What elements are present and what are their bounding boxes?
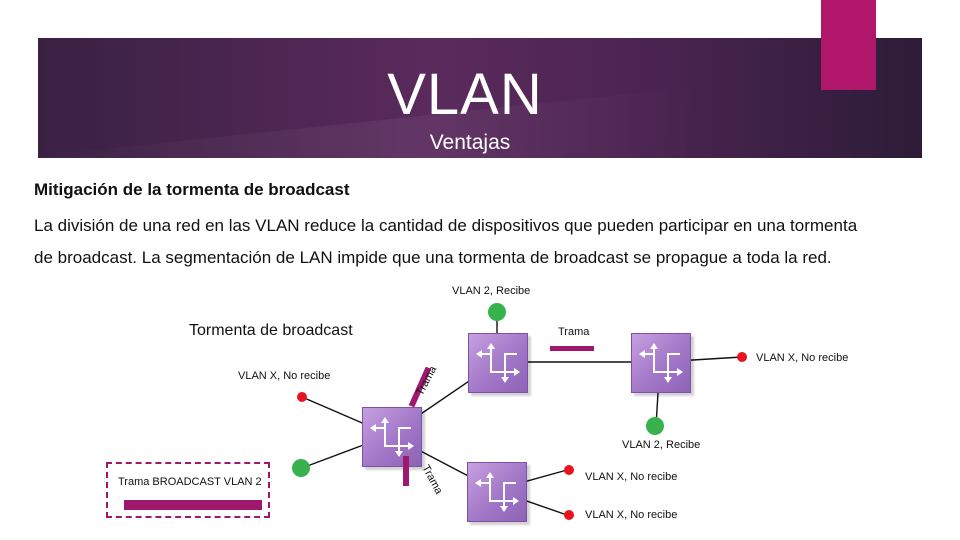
label-left-vlanx: VLAN X, No recibe xyxy=(238,370,331,382)
label-storm: Tormenta de broadcast xyxy=(189,322,353,339)
broadcast-frame-box xyxy=(106,462,270,518)
body-paragraph: La división de una red en las VLAN reduc… xyxy=(34,210,924,274)
switch-top-right xyxy=(631,333,691,393)
switch-icon xyxy=(370,417,414,457)
label-bottom-vlanx-1: VLAN X, No recibe xyxy=(585,471,678,483)
host-vlanx-right xyxy=(737,352,747,362)
label-right-vlanx: VLAN X, No recibe xyxy=(756,352,849,364)
label-top-vlan2: VLAN 2, Recibe xyxy=(452,285,531,297)
frame-bar-broadcast xyxy=(124,500,262,510)
switch-icon xyxy=(475,472,519,512)
host-vlan2-middle xyxy=(646,417,664,435)
host-vlan2-top xyxy=(488,303,506,321)
accent-block xyxy=(821,0,876,90)
switch-top-left xyxy=(468,333,528,393)
switch-icon xyxy=(639,343,683,383)
host-vlanx-left xyxy=(297,392,307,402)
body-line-2: de broadcast. La segmentación de LAN imp… xyxy=(34,248,832,267)
switch-icon xyxy=(476,343,520,383)
frame-bar-top xyxy=(550,346,594,351)
section-heading: Mitigación de la tormenta de broadcast xyxy=(34,180,350,199)
body-line-1: La división de una red en las VLAN reduc… xyxy=(34,216,858,235)
label-broadcast-frame: Trama BROADCAST VLAN 2 xyxy=(118,476,262,488)
host-vlanx-bottom-1 xyxy=(564,465,574,475)
host-vlanx-bottom-2 xyxy=(564,510,574,520)
label-bottom-vlanx-2: VLAN X, No recibe xyxy=(585,509,678,521)
label-trama: Trama xyxy=(558,326,590,338)
label-middle-vlan2: VLAN 2, Recibe xyxy=(622,439,701,451)
page-subtitle: Ventajas xyxy=(429,131,511,154)
page-title: VLAN xyxy=(387,62,543,127)
host-vlan2-lower-left xyxy=(292,459,310,477)
title-banner xyxy=(38,38,922,158)
switch-bottom xyxy=(467,462,527,522)
switch-center xyxy=(362,407,422,467)
frame-bar-diagonal-2 xyxy=(403,456,409,486)
